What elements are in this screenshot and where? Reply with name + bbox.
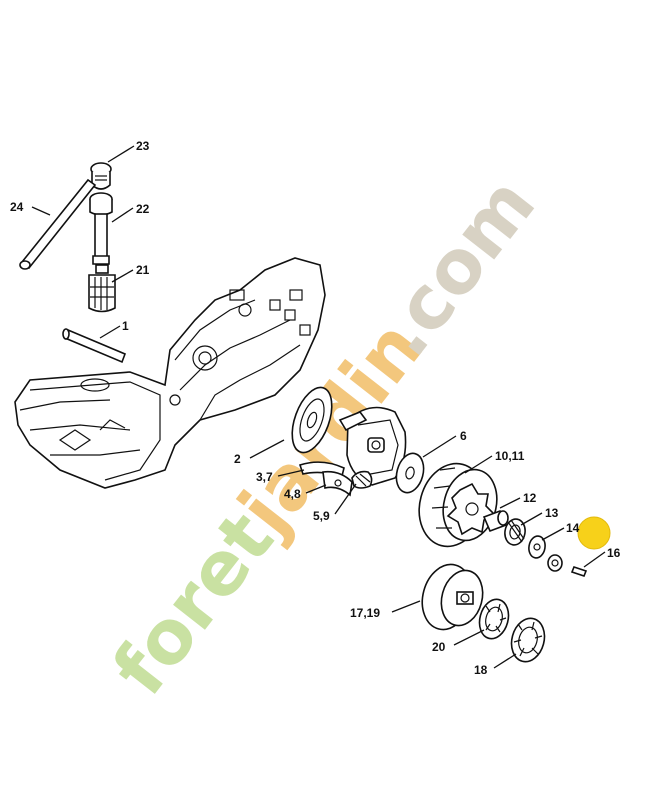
callout-14[interactable]: 14: [566, 521, 580, 535]
leader-lines: [31, 145, 606, 669]
part-24-fuel-hose: [19, 178, 97, 270]
watermark-part1: foret: [96, 497, 290, 712]
part-15-eclip: [547, 554, 563, 572]
callout-labels: 23 24 22 21 1 2 3,7 4,8 5,9 6 10,11 12 1…: [10, 139, 621, 677]
highlight-marker[interactable]: [577, 516, 611, 550]
part-4-8-shoe: [322, 470, 353, 497]
part-18-rim-sprocket: [510, 617, 546, 663]
callout-18[interactable]: 18: [474, 663, 488, 677]
callout-6[interactable]: 6: [460, 429, 467, 443]
part-17-19-rim-drum: [421, 563, 484, 631]
callout-10-11[interactable]: 10,11: [495, 449, 525, 463]
callout-12[interactable]: 12: [523, 491, 537, 505]
callout-13[interactable]: 13: [545, 506, 559, 520]
callout-20[interactable]: 20: [432, 640, 446, 654]
part-5-9-spring: [351, 470, 373, 489]
callout-2[interactable]: 2: [234, 452, 241, 466]
callout-4-8[interactable]: 4,8: [284, 487, 301, 501]
callout-24[interactable]: 24: [10, 200, 24, 214]
part-2-washer: [291, 386, 333, 454]
callout-1[interactable]: 1: [122, 319, 129, 333]
watermark-part3: .com: [361, 162, 552, 372]
callout-16[interactable]: 16: [607, 546, 621, 560]
part-6-washer: [395, 452, 425, 494]
crankcase-housing: [14, 257, 326, 489]
callout-21[interactable]: 21: [136, 263, 150, 277]
part-12-bushing: [482, 509, 509, 533]
callout-3-7[interactable]: 3,7: [256, 470, 273, 484]
part-21-fuel-filter: [88, 264, 116, 313]
callout-22[interactable]: 22: [136, 202, 150, 216]
part-1-roll-pin: [62, 328, 127, 364]
callout-23[interactable]: 23: [136, 139, 150, 153]
clutch-assembly: [338, 406, 407, 486]
part-13-needle-cage: [504, 518, 526, 546]
callout-17-19[interactable]: 17,19: [350, 606, 380, 620]
part-20-ring-sprocket: [478, 598, 510, 640]
part-14-washer: [528, 535, 546, 559]
part-10-11-clutch-drum: [418, 462, 498, 548]
callout-5-9[interactable]: 5,9: [313, 509, 330, 523]
part-16-pin: [570, 566, 588, 577]
part-22-hose: [89, 192, 113, 265]
